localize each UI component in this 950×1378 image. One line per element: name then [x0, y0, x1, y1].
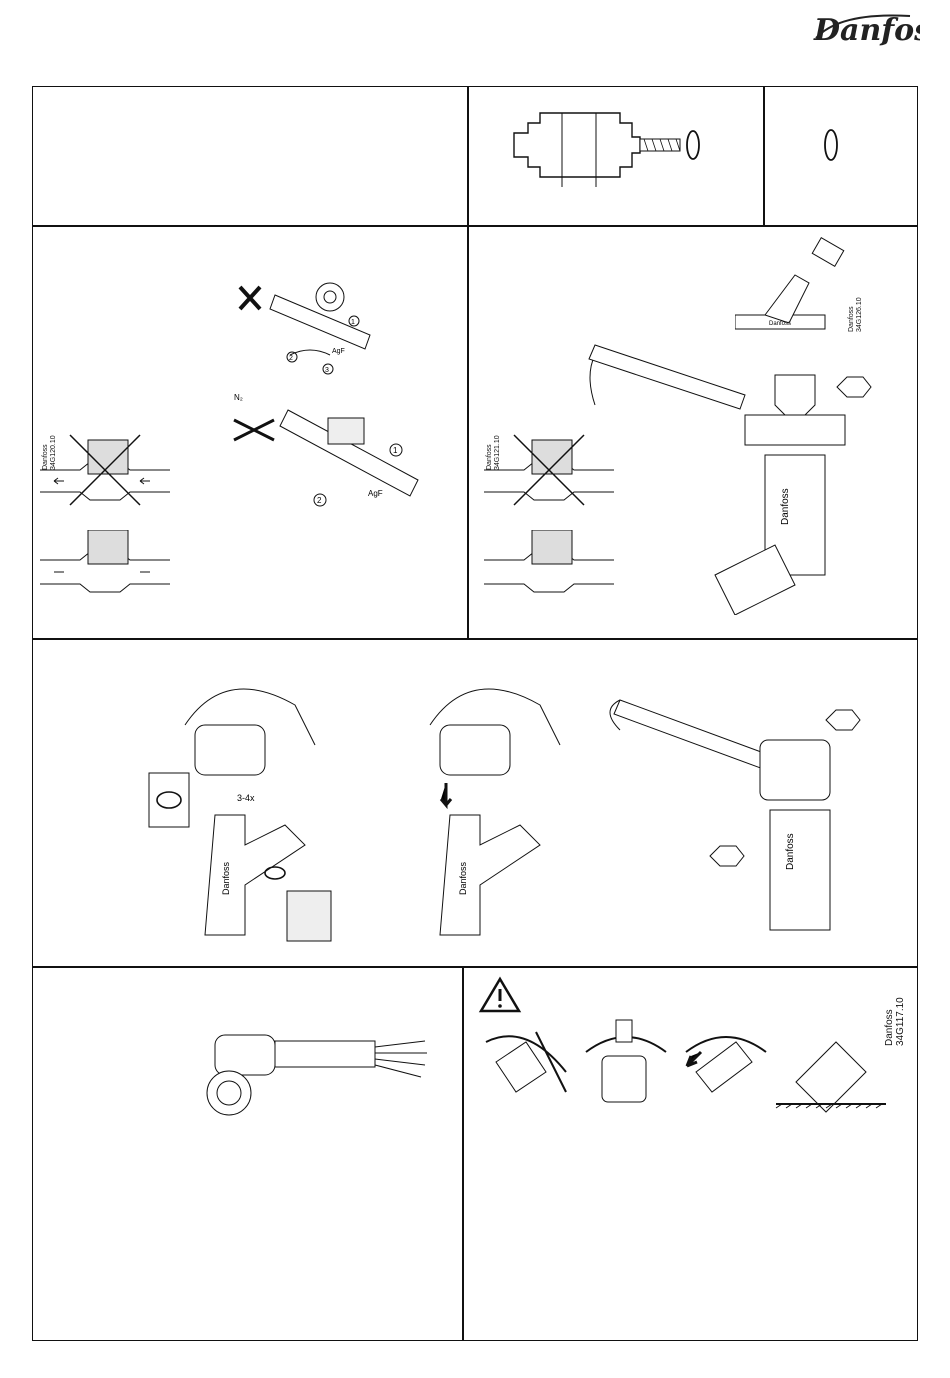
- arrow-icon: [441, 783, 451, 805]
- assembly-drawing-2: Danfoss: [400, 665, 570, 955]
- svg-text:AgF: AgF: [332, 348, 345, 355]
- o-ring-icon: [820, 125, 842, 165]
- svg-text:Danfoss: Danfoss: [458, 861, 468, 895]
- svg-text:2: 2: [289, 355, 293, 362]
- svg-text:3: 3: [325, 367, 329, 374]
- svg-text:Danfoss: Danfoss: [780, 488, 791, 525]
- brazing-drawing-2: N₂ 1 2 AgF: [228, 390, 428, 530]
- svg-text:N₂: N₂: [234, 393, 243, 402]
- arrow-icon: [590, 355, 595, 405]
- warning-icon: [478, 976, 522, 1014]
- cross-icon: [234, 420, 274, 440]
- valve-cross-section-1: [40, 430, 170, 510]
- svg-text:Danfoss: Danfoss: [221, 861, 231, 895]
- warning-drawings: [476, 1012, 896, 1122]
- hexagon-icon: [710, 846, 744, 866]
- valve-head-drawing: [500, 95, 710, 205]
- connector-cable-drawing: [195, 1025, 445, 1125]
- hexagon-icon: [826, 710, 860, 730]
- cross-icon: [240, 287, 260, 309]
- svg-text:1: 1: [351, 319, 355, 326]
- o-ring-icon: [687, 131, 699, 159]
- svg-text:1: 1: [393, 446, 398, 455]
- svg-text:AgF: AgF: [368, 489, 383, 498]
- small-valve-drawing: Danfoss: [735, 235, 855, 335]
- o-ring-icon: [265, 867, 285, 879]
- valve-cross-section-2: [40, 530, 170, 600]
- arrow-icon: [687, 1052, 701, 1066]
- assembly-drawing-3: Danfoss: [590, 680, 910, 950]
- svg-text:3-4x: 3-4x: [237, 793, 255, 803]
- svg-text:Danfoss: Danfoss: [785, 833, 796, 870]
- assembly-drawing-1: 3-4x Danfoss: [145, 665, 385, 955]
- brazing-drawing-1: 1 2 3 AgF: [220, 265, 390, 385]
- wrench-icon: [589, 345, 745, 409]
- danfoss-logo: Danfoss: [810, 8, 920, 48]
- svg-text:2: 2: [317, 496, 322, 505]
- wrench-valve-drawing: Danfoss: [575, 325, 895, 615]
- hexagon-icon: [837, 377, 871, 397]
- logo-text: Danfoss: [813, 13, 920, 48]
